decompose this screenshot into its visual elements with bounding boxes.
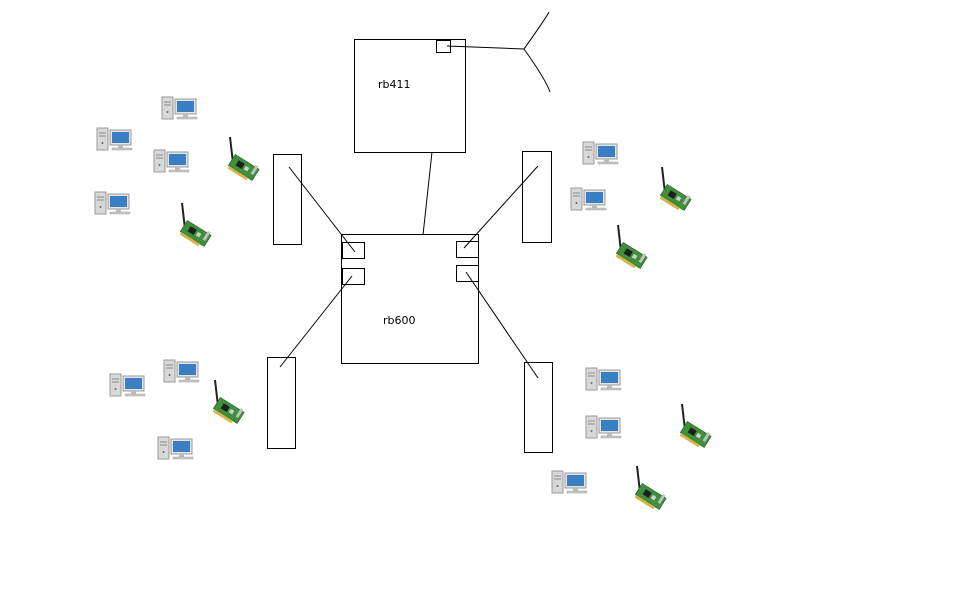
desktop-computer-icon xyxy=(157,436,194,460)
rb411-rb600-link xyxy=(422,151,433,236)
desktop-computer-icon xyxy=(585,367,622,391)
client-group-bottom-left xyxy=(109,359,247,460)
desktop-computer-icon xyxy=(96,127,133,151)
wireless-pci-card-icon xyxy=(613,224,650,272)
desktop-computer-icon xyxy=(582,141,619,165)
desktop-computer-icon xyxy=(551,470,588,494)
rb600-port-top-left xyxy=(342,242,365,259)
wireless-pci-card-icon xyxy=(677,403,714,451)
link-top-left xyxy=(288,166,356,253)
wireless-pci-card-icon xyxy=(210,379,247,427)
desktop-computer-icon xyxy=(570,187,607,211)
wireless-pci-card-icon xyxy=(632,465,669,513)
rb600-label: rb600 xyxy=(383,314,416,327)
desktop-computer-icon xyxy=(153,149,190,173)
radio-panel-top-left xyxy=(273,154,302,245)
wireless-pci-card-icon xyxy=(657,166,694,214)
rb600-port-bottom-left xyxy=(342,268,365,285)
client-group-top-left xyxy=(94,96,262,250)
client-group-bottom-right xyxy=(551,367,714,513)
desktop-computer-icon xyxy=(94,191,131,215)
rb600-port-bottom-right xyxy=(456,265,479,282)
desktop-computer-icon xyxy=(109,373,146,397)
client-group-top-right xyxy=(570,141,694,272)
desktop-computer-icon xyxy=(585,415,622,439)
link-bottom-left xyxy=(279,275,353,368)
radio-panel-top-right xyxy=(522,151,552,243)
rb600-port-top-right xyxy=(456,241,479,258)
rb411-box xyxy=(354,39,466,153)
radio-panel-bottom-left xyxy=(267,357,296,449)
link-bottom-right xyxy=(465,271,539,379)
radio-panel-bottom-right xyxy=(524,362,553,453)
wireless-pci-card-icon xyxy=(177,202,214,250)
rb411-label: rb411 xyxy=(378,78,411,91)
desktop-computer-icon xyxy=(161,96,198,120)
wireless-pci-card-icon xyxy=(225,136,262,184)
link-top-right xyxy=(463,165,539,249)
desktop-computer-icon xyxy=(163,359,200,383)
rb600-box xyxy=(341,234,479,364)
dish-antenna-icon xyxy=(446,11,551,93)
